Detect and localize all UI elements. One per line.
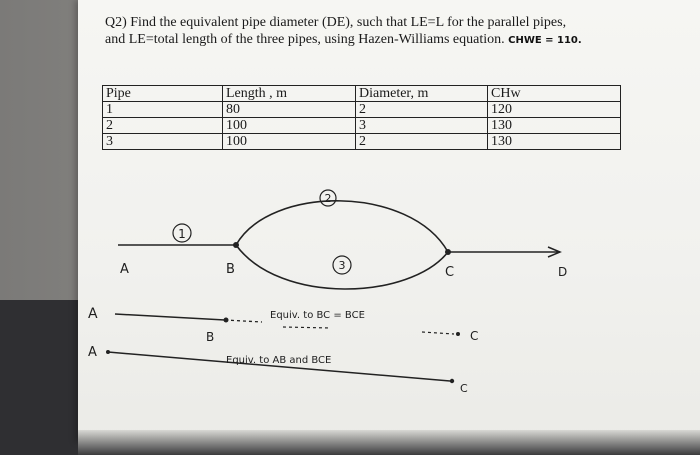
- equiv1-dashed-line-3: [421, 331, 455, 335]
- pipe-table: Pipe Length , m Diameter, m CHw 1 80 2 1…: [102, 85, 621, 150]
- equiv1-dashed-line: [224, 319, 263, 323]
- cell-chw: 130: [487, 133, 621, 150]
- pipe-1-circle: [172, 223, 192, 243]
- equiv1-node-c-label: C: [470, 329, 478, 343]
- equiv2-node-a-dot: [106, 350, 110, 354]
- pipe-2-label: 2: [325, 192, 332, 205]
- pipe-3-circle: [332, 255, 352, 275]
- question-line-2-text: and LE=total length of the three pipes, …: [105, 32, 505, 47]
- cell-length: 100: [222, 133, 356, 150]
- pipe-1-label: 1: [178, 227, 186, 241]
- equiv1-node-b-label: B: [206, 330, 214, 344]
- cell-length: 80: [222, 101, 356, 118]
- pipe-3-line: [235, 244, 449, 290]
- equiv2-node-c-label: C: [460, 382, 468, 395]
- equiv-bc-note: Equiv. to BC = BCE: [270, 310, 365, 321]
- question-line-2: and LE=total length of the three pipes, …: [105, 31, 695, 49]
- table-row: 3 100 2 130: [102, 133, 621, 150]
- node-c-dot: [445, 249, 451, 255]
- node-b-label: B: [226, 262, 235, 277]
- table-row: 1 80 2 120: [102, 101, 621, 118]
- paper-bottom-edge: [78, 430, 700, 455]
- equiv1-dashed-line-2: [282, 326, 331, 329]
- node-d-label: D: [558, 265, 567, 279]
- table-row: 2 100 3 130: [102, 117, 621, 134]
- question-line-1: Q2) Find the equivalent pipe diameter (D…: [105, 15, 567, 30]
- equiv1-ab-line: [114, 313, 226, 321]
- node-c-label: C: [445, 265, 454, 280]
- cell-diameter: 2: [355, 133, 488, 150]
- node-b-dot: [233, 242, 239, 248]
- question-text: Q2) Find the equivalent pipe diameter (D…: [105, 14, 695, 49]
- pipe-2-line: [235, 200, 449, 253]
- equiv1-node-b-dot: [223, 317, 229, 323]
- equiv2-ad-line: [107, 351, 451, 382]
- pipe-2-circle: [319, 189, 337, 207]
- node-a-label: A: [120, 262, 129, 277]
- paper-sheet: [78, 0, 700, 442]
- equiv1-node-a-label: A: [88, 306, 98, 322]
- handwritten-chw-note: CHWE = 110.: [508, 35, 582, 46]
- equiv2-node-c-dot: [449, 378, 455, 384]
- flow-arrow-icon: [547, 246, 562, 258]
- equiv1-node-c-dot: [456, 332, 460, 336]
- equiv-all-note: Equiv. to AB and BCE: [226, 355, 331, 366]
- pipe-3-label: 3: [339, 259, 346, 272]
- equiv2-node-a-label: A: [88, 345, 97, 360]
